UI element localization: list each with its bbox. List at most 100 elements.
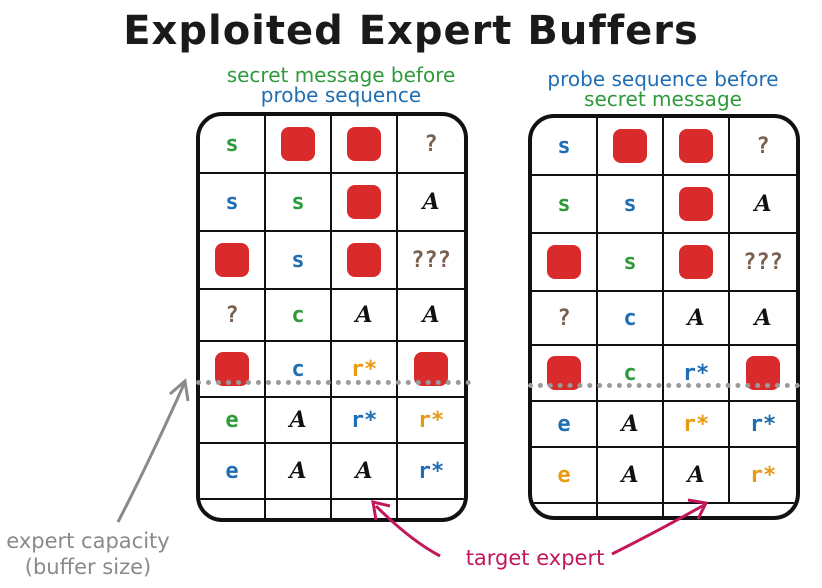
right_grid-cell: A (664, 292, 730, 346)
right_grid-cell: e (532, 448, 598, 504)
left_grid-cell: A (266, 444, 332, 500)
left-capacity-dotted-line (196, 380, 471, 385)
left_grid-cell: e (200, 444, 266, 500)
token-label: s (291, 247, 305, 273)
capacity-label-line2: (buffer size) (24, 555, 152, 579)
right-capacity-dotted-line (528, 383, 800, 388)
token-label: A (422, 189, 440, 215)
token-label: A (355, 302, 373, 328)
token-label: s (225, 131, 239, 157)
token-label: r* (749, 462, 777, 488)
token-label: r* (682, 411, 710, 437)
left_grid-cell: ? (398, 116, 464, 174)
occupied-slot-block (347, 243, 381, 277)
left_grid-cell: s (266, 174, 332, 232)
right_grid-cell: s (532, 176, 598, 234)
right_grid-cell (598, 504, 664, 516)
right_grid-cell: ??? (730, 234, 796, 292)
left_grid-cell: c (266, 342, 332, 398)
token-label: r* (682, 360, 710, 386)
token-label: A (355, 458, 373, 484)
left_grid-cell: A (398, 174, 464, 232)
left_grid-cell: r* (332, 398, 398, 444)
right_grid-cell: e (532, 402, 598, 448)
occupied-slot-block (347, 127, 381, 161)
left_grid-cell: ? (200, 290, 266, 342)
right-caption-line1: probe sequence before (547, 67, 779, 91)
right_grid-cell (664, 234, 730, 292)
token-label: e (225, 407, 239, 433)
right_grid-cell (664, 118, 730, 176)
left_grid-cell: r* (398, 398, 464, 444)
left_grid-cell (200, 500, 266, 518)
right_grid-cell: r* (664, 346, 730, 402)
right_grid-cell: A (730, 292, 796, 346)
left_grid-cell: c (266, 290, 332, 342)
left_grid-cell: A (266, 398, 332, 444)
left_grid-cell: A (398, 290, 464, 342)
capacity-arrow (116, 383, 186, 523)
token-label: e (557, 411, 571, 437)
left_grid-cell (332, 174, 398, 232)
left_grid-cell (200, 232, 266, 290)
token-label: A (422, 302, 440, 328)
capacity-arrow-head (169, 378, 190, 402)
left_grid-cell: s (200, 174, 266, 232)
left_grid-cell: e (200, 398, 266, 444)
token-label: ? (424, 131, 438, 157)
left_grid-cell: ??? (398, 232, 464, 290)
right_grid-cell: ? (730, 118, 796, 176)
token-label: ??? (743, 249, 783, 275)
left-caption-line2: probe sequence (260, 83, 422, 107)
capacity-label-line1: expert capacity (6, 529, 170, 553)
target-arrow-right (611, 503, 705, 556)
right_grid-cell: A (730, 176, 796, 234)
target-arrow-right-head (687, 498, 709, 520)
token-label: A (687, 305, 705, 331)
left_grid-cell (332, 232, 398, 290)
diagram-title: Exploited Expert Buffers (123, 8, 699, 54)
token-label: s (623, 249, 637, 275)
token-label: ? (225, 302, 239, 328)
token-label: A (621, 411, 639, 437)
token-label: s (557, 191, 571, 217)
token-label: s (291, 189, 305, 215)
right_grid-cell: A (598, 448, 664, 504)
token-label: s (557, 133, 571, 159)
right_grid-cell (532, 234, 598, 292)
token-label: s (623, 191, 637, 217)
left_grid-cell: r* (398, 444, 464, 500)
right_grid-cell (598, 118, 664, 176)
right_grid-cell: c (598, 346, 664, 402)
right_grid-cell: s (532, 118, 598, 176)
target-arrow-left-head (371, 500, 391, 521)
occupied-slot-block (215, 243, 249, 277)
token-label: c (291, 302, 305, 328)
occupied-slot-block (281, 127, 315, 161)
occupied-slot-block (613, 129, 647, 163)
token-label: c (623, 305, 637, 331)
token-label: ??? (411, 247, 451, 273)
token-label: ? (756, 133, 770, 159)
left_grid-cell: A (332, 290, 398, 342)
left-caption-line1: secret message before (226, 63, 456, 87)
token-label: A (754, 305, 772, 331)
right_grid-cell: r* (730, 402, 796, 448)
left_grid-cell: s (266, 232, 332, 290)
occupied-slot-block (547, 245, 581, 279)
right_grid-cell: r* (730, 448, 796, 504)
right_grid-cell: s (598, 234, 664, 292)
right-caption-line2: secret message (584, 87, 742, 111)
occupied-slot-block (679, 245, 713, 279)
target-expert-label: target expert (465, 546, 605, 570)
left_grid-cell (266, 500, 332, 518)
token-label: A (289, 407, 307, 433)
token-label: A (621, 462, 639, 488)
token-label: A (687, 462, 705, 488)
right_grid-cell (664, 176, 730, 234)
left_grid-cell: A (332, 444, 398, 500)
token-label: s (225, 189, 239, 215)
token-label: c (623, 360, 637, 386)
